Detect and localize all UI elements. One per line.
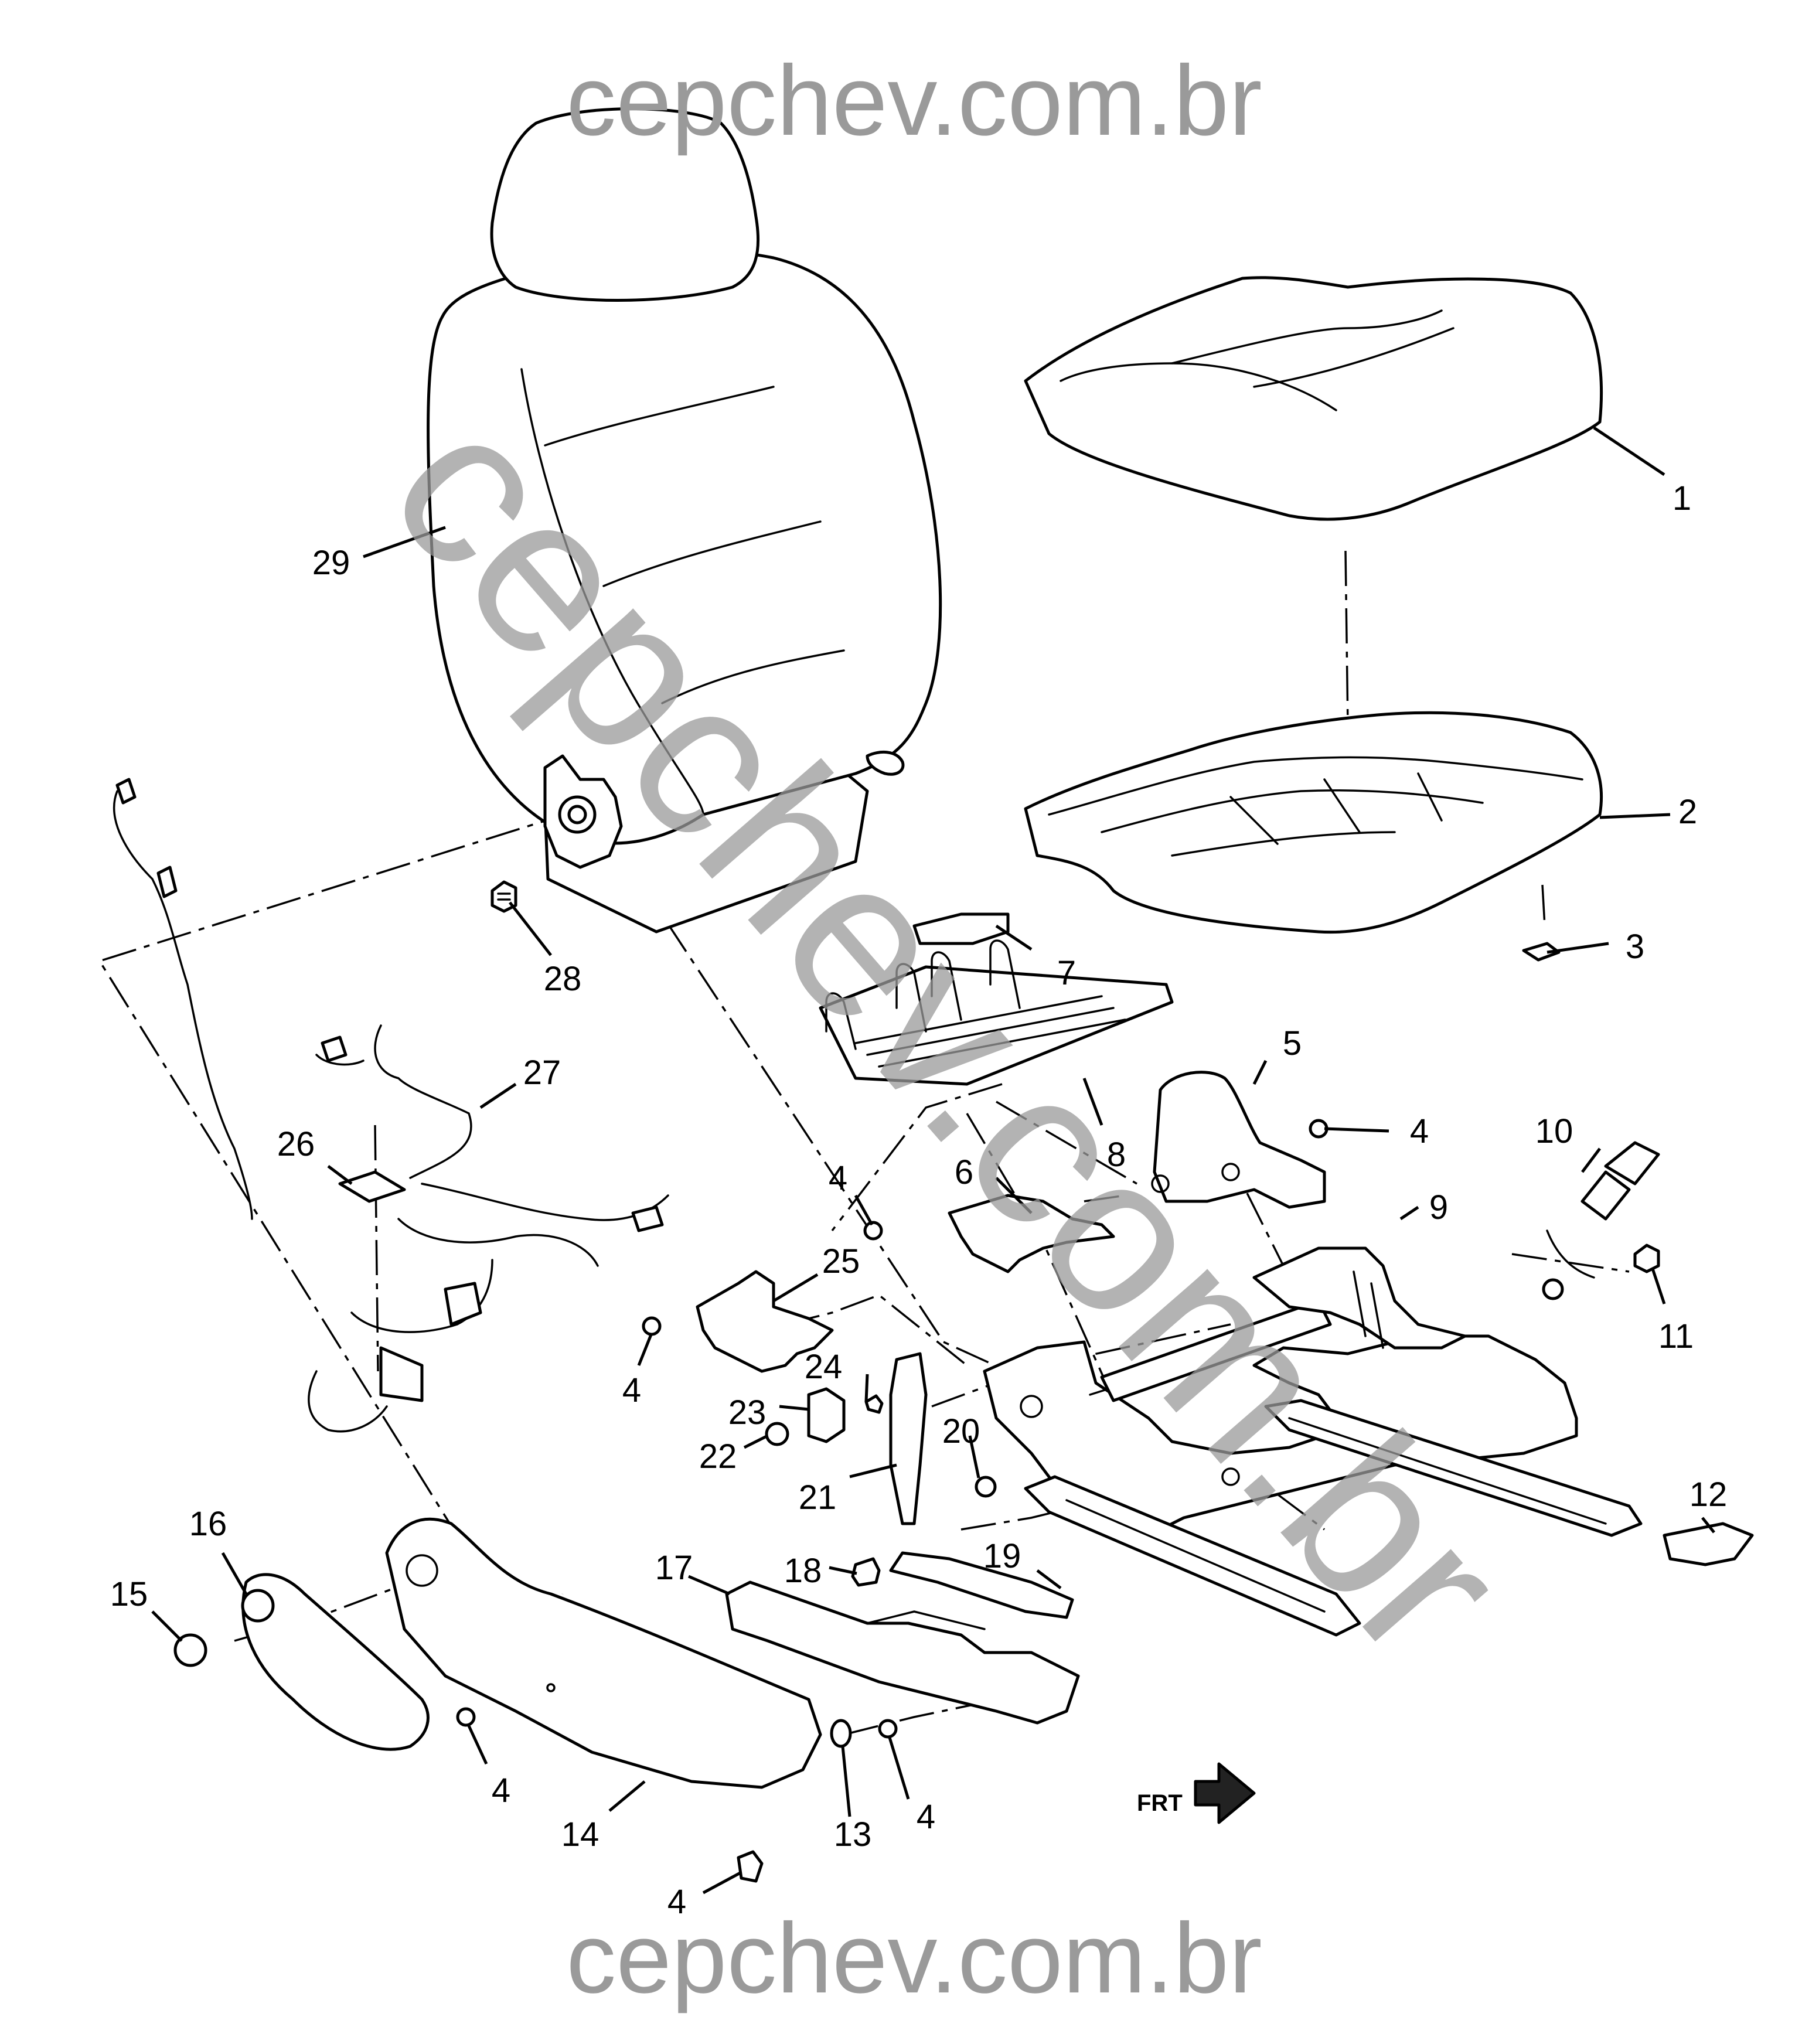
trim-part-17 bbox=[725, 1580, 1080, 1725]
link-rod-part-19 bbox=[889, 1551, 1074, 1619]
callout-4f: 4 bbox=[917, 1798, 935, 1836]
plug-part-13 bbox=[830, 1719, 852, 1748]
callout-23: 23 bbox=[728, 1394, 767, 1432]
bracket-part-26 bbox=[338, 1170, 406, 1203]
front-direction-indicator: FRT bbox=[1137, 1762, 1256, 1824]
callout-5: 5 bbox=[1283, 1024, 1302, 1062]
callout-25: 25 bbox=[822, 1242, 860, 1280]
trim-part-14 bbox=[385, 1517, 822, 1789]
callout-16: 16 bbox=[189, 1505, 227, 1543]
callout-8: 8 bbox=[1107, 1136, 1126, 1174]
handle-part-12 bbox=[1663, 1522, 1754, 1566]
nut-fasteners-part-4 bbox=[456, 1119, 1329, 1883]
callout-18: 18 bbox=[784, 1552, 822, 1590]
nut-part-11 bbox=[1633, 1244, 1660, 1273]
callout-6: 6 bbox=[955, 1153, 973, 1191]
callout-4c: 4 bbox=[622, 1371, 641, 1409]
callout-24: 24 bbox=[805, 1348, 843, 1386]
callout-4e: 4 bbox=[667, 1883, 686, 1921]
clip-part-3 bbox=[1522, 942, 1561, 962]
callout-14: 14 bbox=[561, 1815, 599, 1854]
callout-4a: 4 bbox=[1410, 1112, 1429, 1150]
watermark-bottom: cepchev.com.br bbox=[566, 1903, 1262, 2014]
spring-assembly-part-8 bbox=[819, 939, 1174, 1086]
frt-label: FRT bbox=[1137, 1790, 1183, 1816]
seat-back-part-29 bbox=[427, 107, 942, 934]
bracket-part-6 bbox=[948, 1194, 1115, 1273]
watermark-diagonal: cepchev.com.br bbox=[344, 365, 1554, 1703]
callout-2: 2 bbox=[1678, 793, 1697, 831]
lever-part-21 bbox=[889, 1352, 928, 1525]
bracket-part-25 bbox=[696, 1270, 834, 1373]
wiring-harness-part-27 bbox=[308, 1024, 669, 1433]
wiring-harness-left bbox=[113, 778, 253, 1220]
seat-tracks bbox=[1024, 1399, 1643, 1637]
watermark-top: cepchev.com.br bbox=[566, 45, 1262, 156]
callout-4d: 4 bbox=[492, 1772, 510, 1810]
callout-13: 13 bbox=[834, 1815, 872, 1854]
callout-7: 7 bbox=[1057, 954, 1076, 992]
callout-29: 29 bbox=[312, 544, 350, 582]
seat-belt-buckle-part-10 bbox=[1542, 1141, 1660, 1300]
cushion-pad-part-2 bbox=[1024, 711, 1603, 934]
callout-labels: 1 2 3 4 5 6 7 8 4 9 10 11 25 4 24 23 22 … bbox=[110, 479, 1728, 1921]
callout-1: 1 bbox=[1672, 479, 1691, 517]
callout-28: 28 bbox=[544, 960, 582, 998]
cap-part-22 bbox=[765, 1422, 789, 1446]
cushion-cover-part-1 bbox=[1024, 276, 1603, 521]
cap-part-15 bbox=[173, 1633, 207, 1667]
callout-26: 26 bbox=[277, 1125, 315, 1163]
callout-22: 22 bbox=[699, 1437, 737, 1476]
clip-part-20 bbox=[975, 1476, 997, 1498]
callout-19: 19 bbox=[983, 1537, 1021, 1575]
shield-part-5 bbox=[1151, 1071, 1326, 1209]
callout-9: 9 bbox=[1429, 1188, 1448, 1227]
callout-17: 17 bbox=[655, 1549, 693, 1587]
callout-leaders bbox=[151, 426, 1715, 1895]
seat-frame-part-9 bbox=[983, 1246, 1578, 1537]
recliner-cover-part-16 bbox=[241, 1573, 430, 1751]
callout-21: 21 bbox=[799, 1479, 837, 1517]
bolt-part-18 bbox=[851, 1557, 881, 1587]
sensor-pad-part-7 bbox=[912, 912, 1010, 945]
callout-11: 11 bbox=[1658, 1317, 1694, 1355]
screw-part-24 bbox=[864, 1394, 884, 1414]
callout-4b: 4 bbox=[829, 1159, 847, 1197]
callout-15: 15 bbox=[110, 1575, 148, 1613]
callout-10: 10 bbox=[1535, 1112, 1573, 1150]
callout-12: 12 bbox=[1689, 1476, 1728, 1514]
callout-27: 27 bbox=[523, 1054, 561, 1092]
cover-part-23 bbox=[807, 1387, 846, 1443]
callout-20: 20 bbox=[942, 1412, 980, 1450]
callout-3: 3 bbox=[1626, 928, 1644, 966]
